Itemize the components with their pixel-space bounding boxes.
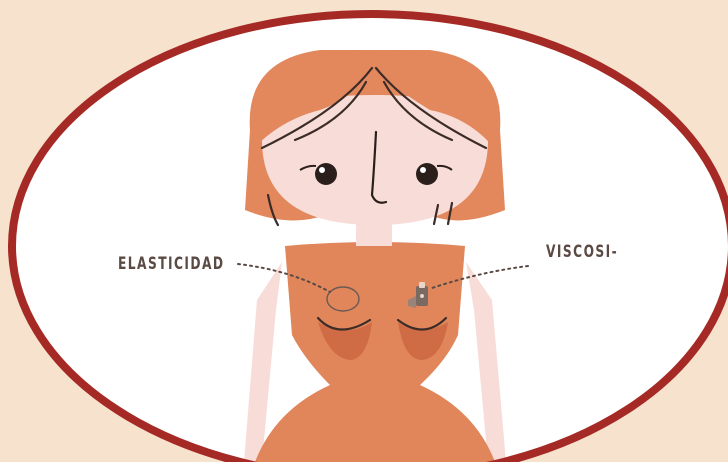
left-eye-icon bbox=[315, 163, 337, 185]
viscosity-label: VISCOSI- bbox=[546, 242, 618, 262]
elasticity-label: ELASTICIDAD bbox=[118, 254, 225, 274]
right-eye-icon bbox=[416, 163, 438, 185]
